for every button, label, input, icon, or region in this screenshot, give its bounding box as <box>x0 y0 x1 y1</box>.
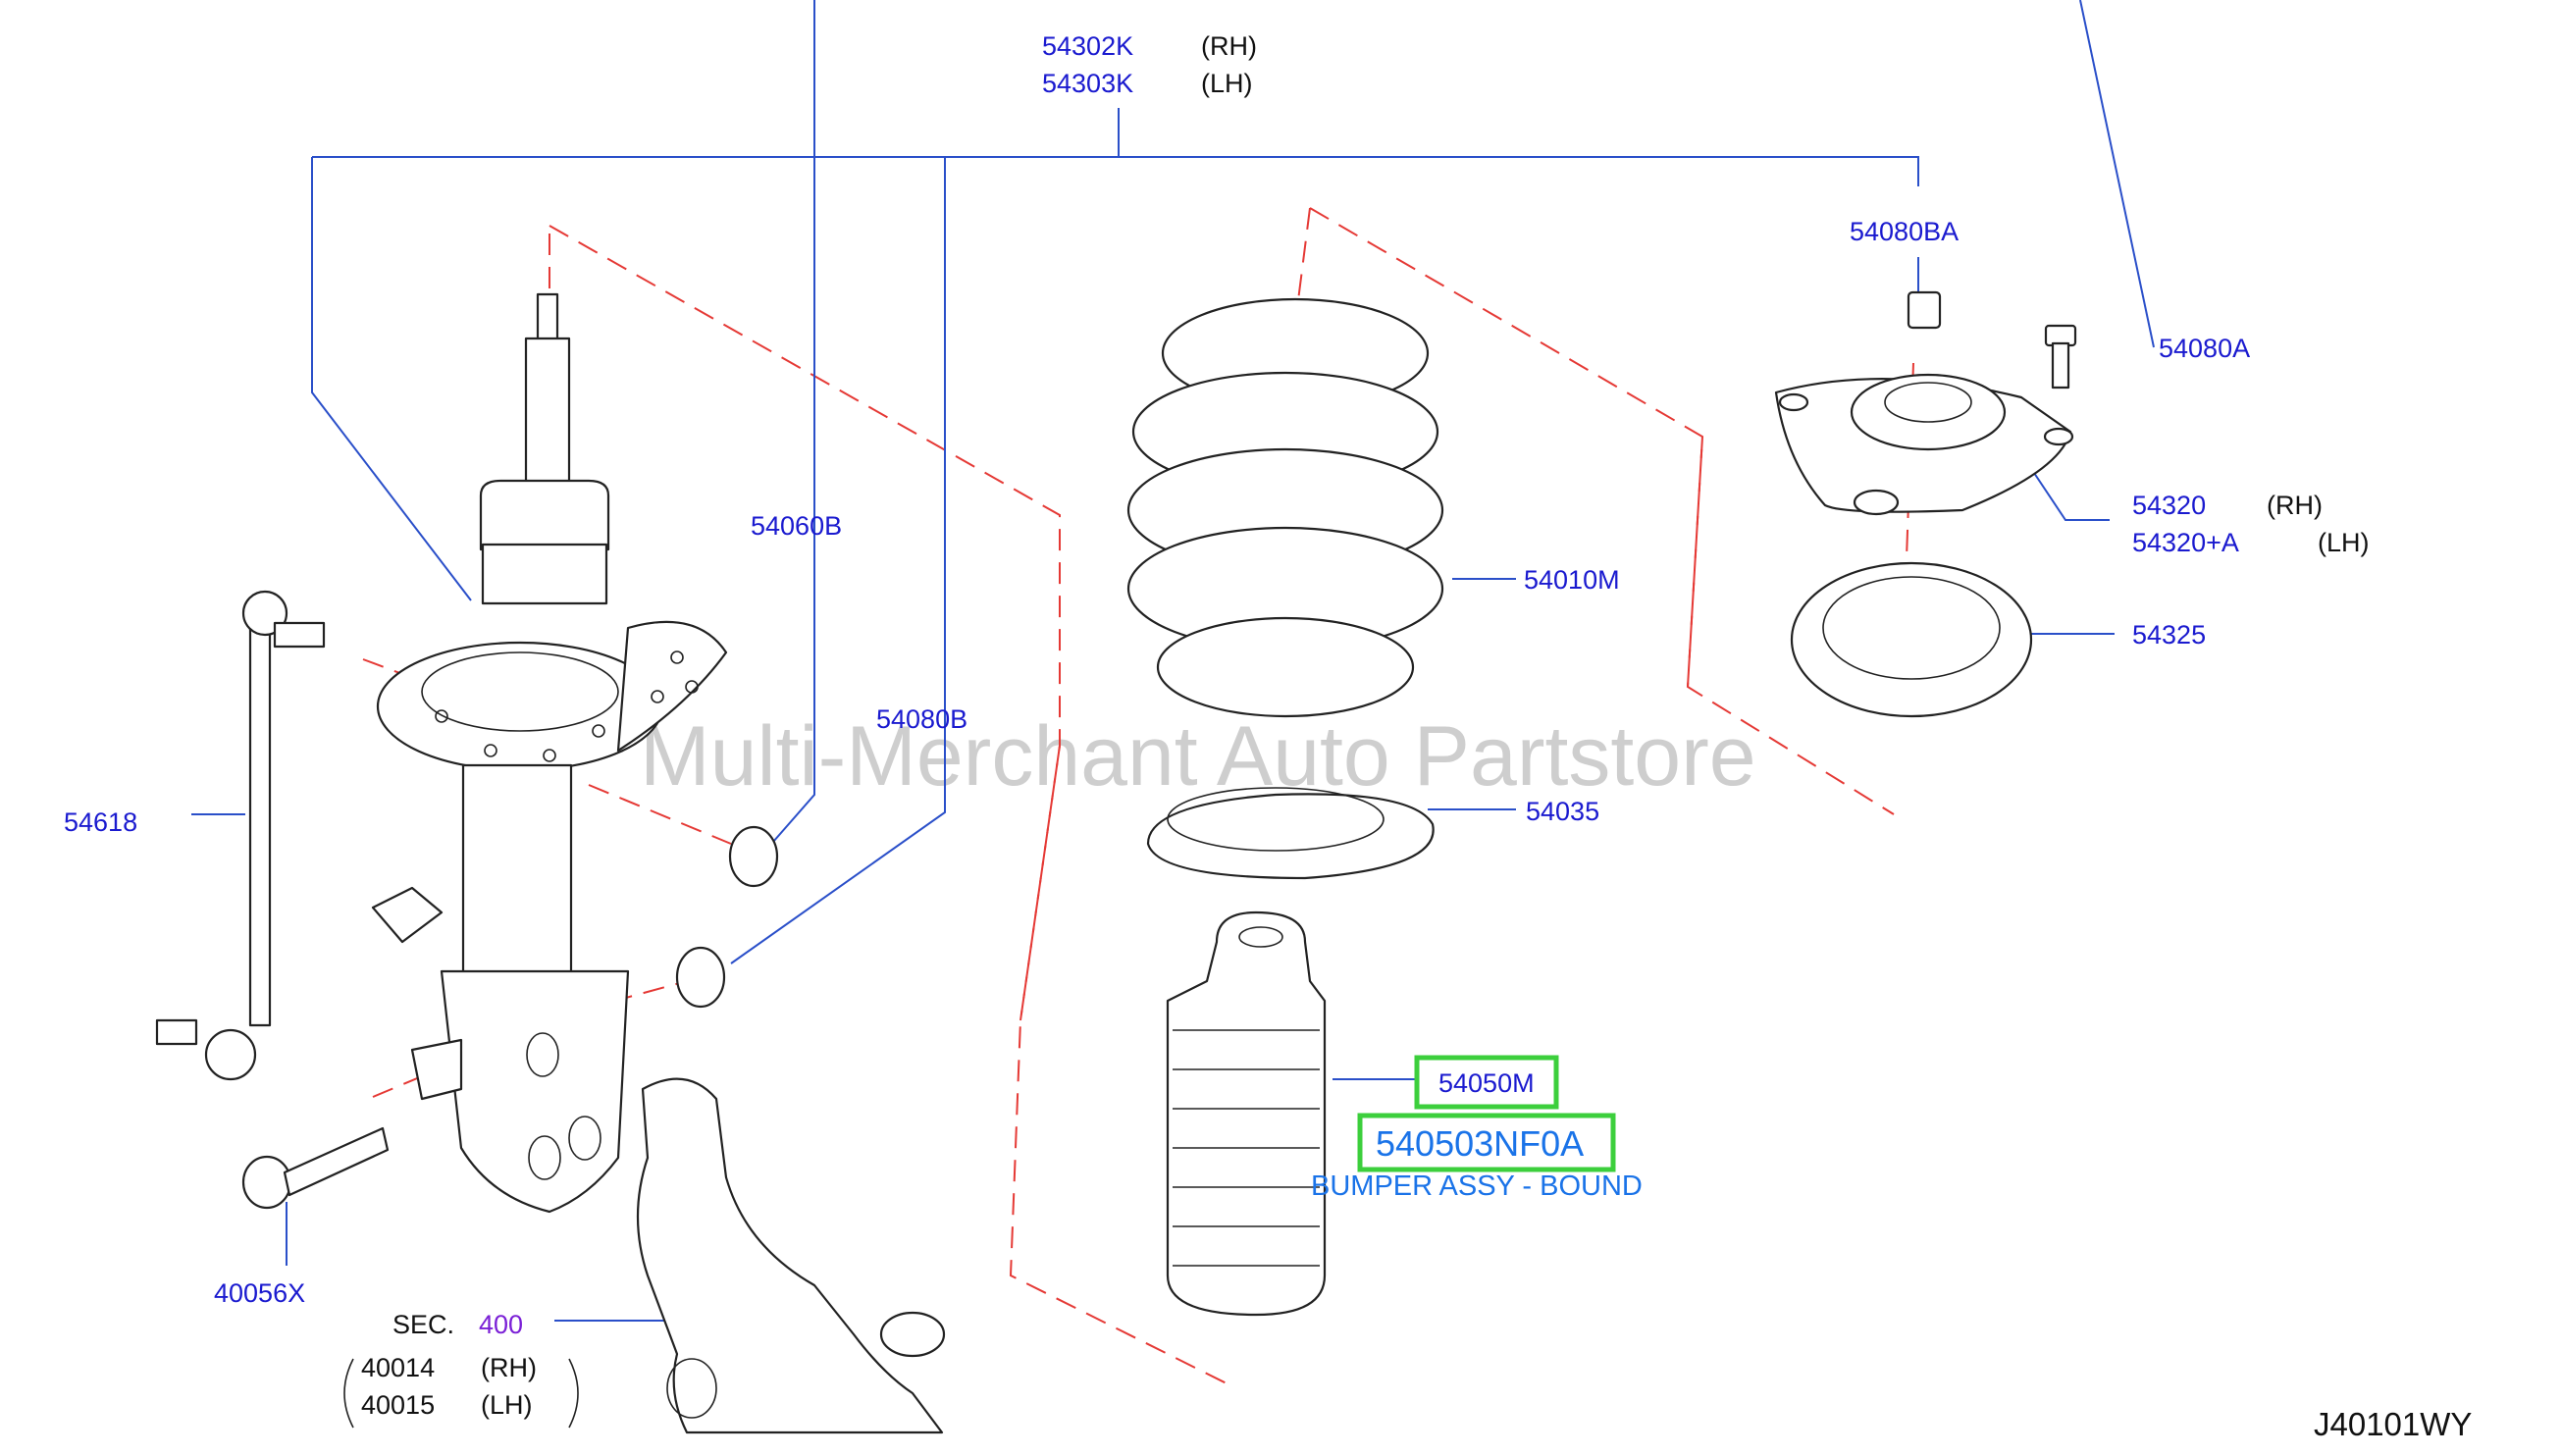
nut-54060B-shape <box>728 825 779 888</box>
bolt-54080A-shape <box>2044 324 2077 390</box>
highlight-box-part-number <box>1357 1113 1616 1172</box>
label-54080BA[interactable]: 54080BA <box>1850 217 1959 246</box>
label-40015: 40015 <box>361 1390 435 1420</box>
label-54320A-side: (LH) <box>2318 528 2370 557</box>
label-40014-side: (RH) <box>481 1353 537 1382</box>
label-54325[interactable]: 54325 <box>2132 620 2206 650</box>
watermark: Multi-Merchant Auto Partstore <box>640 709 1756 804</box>
label-part-number-540503NF0A[interactable]: 540503NF0A <box>1376 1123 1584 1164</box>
label-sec-400[interactable]: 400 <box>479 1310 523 1339</box>
bound-bumper <box>1166 910 1327 1317</box>
label-54035[interactable]: 54035 <box>1526 797 1599 826</box>
label-54618[interactable]: 54618 <box>64 807 137 837</box>
diagram-code: J40101WY <box>2314 1406 2472 1442</box>
strut-bearing <box>1790 561 2033 718</box>
strut-assembly <box>371 292 728 1214</box>
stabilizer-link <box>155 590 326 1081</box>
nut-54080B-shape <box>675 946 726 1009</box>
label-bumper-description: BUMPER ASSY - BOUND <box>1311 1170 1643 1202</box>
label-54320A[interactable]: 54320+A <box>2132 528 2239 557</box>
label-40056X[interactable]: 40056X <box>214 1278 305 1308</box>
coil-spring <box>1126 297 1444 718</box>
label-54302K[interactable]: 54302K <box>1042 31 1133 61</box>
label-54010M[interactable]: 54010M <box>1524 565 1620 595</box>
label-54050M[interactable]: 54050M <box>1438 1068 1535 1098</box>
strut-mount <box>1774 373 2074 516</box>
label-40015-side: (LH) <box>481 1390 533 1420</box>
label-54320-side: (RH) <box>2267 491 2323 520</box>
spring-seat <box>1146 787 1435 880</box>
label-54320[interactable]: 54320 <box>2132 491 2206 520</box>
label-54303K[interactable]: 54303K <box>1042 69 1133 98</box>
label-sec: SEC. <box>392 1310 454 1339</box>
bolt-40056X-shape <box>241 1126 390 1210</box>
highlight-box-54050M <box>1414 1055 1559 1110</box>
label-54080A[interactable]: 54080A <box>2159 334 2250 363</box>
label-54303K-side: (LH) <box>1201 69 1253 98</box>
label-40014: 40014 <box>361 1353 435 1382</box>
label-54302K-side: (RH) <box>1201 31 1257 61</box>
nut-54080BA-shape <box>1907 290 1942 330</box>
label-54080B[interactable]: 54080B <box>876 704 967 734</box>
label-54060B[interactable]: 54060B <box>751 511 842 541</box>
steering-knuckle <box>636 1077 946 1434</box>
right-bracket <box>568 1358 579 1429</box>
left-bracket <box>343 1358 354 1429</box>
